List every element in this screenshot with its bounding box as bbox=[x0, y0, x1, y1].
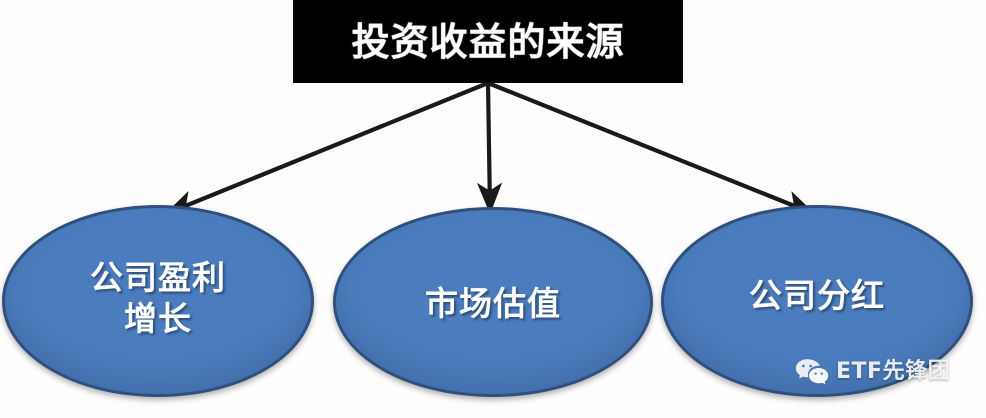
node-company-dividend: 公司分红 bbox=[661, 205, 973, 397]
connector-to-company-dividend bbox=[487, 81, 816, 215]
wechat-watermark: ETF先锋团 bbox=[795, 358, 950, 386]
connector-to-market-valuation bbox=[476, 82, 503, 215]
connector-to-earnings-growth bbox=[164, 81, 489, 215]
node-company-dividend-label: 公司分红 bbox=[749, 276, 885, 316]
node-earnings-growth-label: 公司盈利 增长 bbox=[90, 257, 226, 338]
diagram-title-node: 投资收益的来源 bbox=[293, 0, 683, 83]
wechat-icon bbox=[795, 359, 829, 385]
node-market-valuation-label: 市场估值 bbox=[425, 284, 561, 324]
node-earnings-growth: 公司盈利 增长 bbox=[2, 205, 314, 397]
diagram-title-label: 投资收益的来源 bbox=[351, 19, 625, 64]
node-market-valuation: 市场估值 bbox=[333, 207, 653, 397]
wechat-watermark-label: ETF先锋团 bbox=[836, 359, 951, 384]
